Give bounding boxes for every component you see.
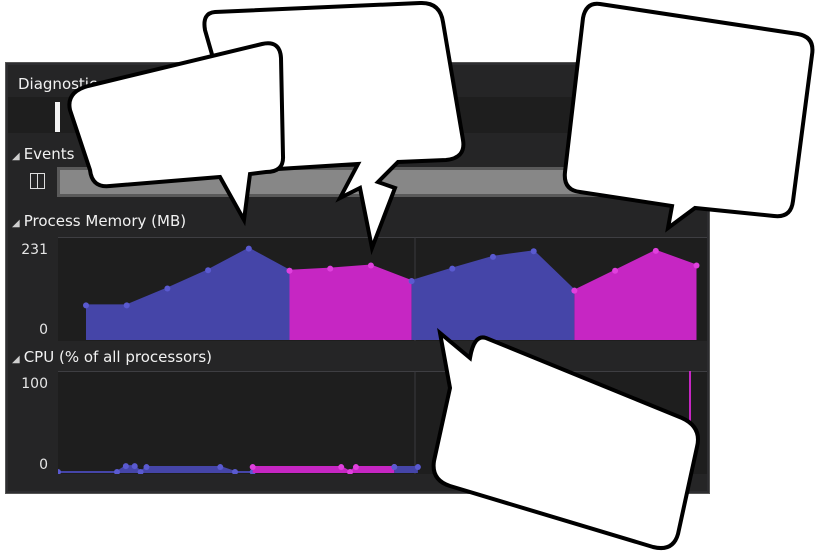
data-point[interactable] [123,302,130,309]
speech-bubble-shape [431,327,700,551]
speech-bubble-shape [67,41,286,227]
data-point[interactable] [232,469,238,474]
memory-section-label: Process Memory (MB) [23,212,187,230]
data-point[interactable] [571,287,578,294]
data-point[interactable] [612,267,619,274]
chart-svg [58,371,707,474]
data-point[interactable] [58,469,61,474]
cpu-y-min-label: 0 [39,457,48,473]
memory-y-min-label: 0 [39,322,48,338]
memory-y-max-label: 231 [21,242,48,258]
data-point[interactable] [414,464,421,471]
area-series-2 [394,467,418,473]
cpu-y-max-label: 100 [21,376,48,392]
data-point[interactable] [408,278,415,285]
data-point[interactable] [164,285,171,292]
data-point[interactable] [114,469,120,474]
data-point[interactable] [137,469,144,474]
data-point[interactable] [249,464,256,471]
data-point[interactable] [205,267,212,274]
data-point[interactable] [327,265,334,272]
memory-section-header[interactable]: ◢Process Memory (MB) [12,212,186,230]
timeline-selection-handle[interactable] [55,102,60,132]
cpu-section-header[interactable]: ◢CPU (% of all processors) [12,348,212,366]
series-line-1 [289,264,412,283]
area-series-0 [86,248,290,340]
data-point[interactable] [367,262,374,269]
data-point[interactable] [131,463,138,470]
events-section-header[interactable]: ◢Events [12,145,75,163]
data-point[interactable] [449,265,456,272]
data-point[interactable] [652,247,659,254]
data-point[interactable] [693,262,700,269]
data-point[interactable] [352,464,359,471]
area-series-2 [411,251,575,340]
collapse-triangle-icon[interactable]: ◢ [12,151,20,162]
data-point[interactable] [83,302,89,309]
speech-bubble-shape [562,1,815,233]
area-series-1 [252,467,395,473]
data-point[interactable] [391,464,398,471]
memory-chart[interactable] [58,237,707,341]
data-point[interactable] [490,253,496,260]
area-series-3 [574,250,697,340]
data-point[interactable] [338,464,345,471]
events-columns-icon[interactable] [30,173,45,189]
data-point[interactable] [286,267,293,274]
collapse-triangle-icon[interactable]: ◢ [12,354,20,365]
events-section-label: Events [23,145,75,163]
series-line-3 [573,249,697,292]
chart-svg [58,237,707,341]
data-point[interactable] [530,248,537,255]
area-series-1 [289,265,412,340]
series-line-0 [86,247,290,307]
collapse-triangle-icon[interactable]: ◢ [12,218,20,229]
data-point[interactable] [245,245,252,252]
cpu-section-label: CPU (% of all processors) [23,348,213,366]
data-point[interactable] [143,464,150,471]
data-point[interactable] [347,469,354,474]
data-point[interactable] [217,464,224,471]
data-point[interactable] [122,463,129,470]
